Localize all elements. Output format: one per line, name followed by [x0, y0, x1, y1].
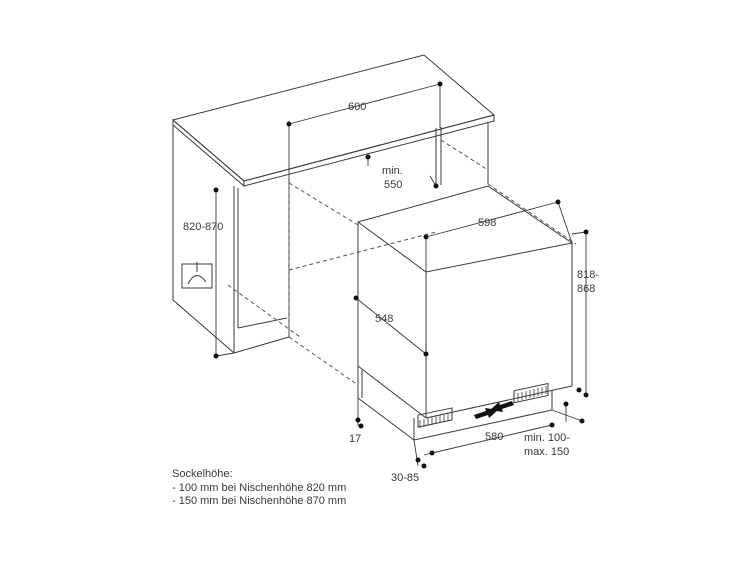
dim-appliance-width: 598 [478, 217, 496, 229]
dim-plinth-range-line1: min. 100- [524, 432, 570, 444]
dim-worktop-width: 600 [348, 101, 366, 113]
dim-plinth-range-line2: max. 150 [524, 446, 569, 458]
dimension-lines [215, 83, 587, 467]
dim-niche-depth-label: min. [382, 165, 403, 177]
niche-outline [227, 139, 577, 386]
dim-niche-height: 820-870 [183, 221, 223, 233]
worktop [171, 54, 496, 188]
dim-recess: 30-85 [391, 472, 419, 484]
dimension-dots [213, 81, 589, 469]
plinth-height-note: Sockelhöhe: - 100 mm bei Nischenhöhe 820… [172, 468, 346, 509]
dim-appliance-height-line2: 868 [577, 283, 595, 295]
back-posts [435, 122, 489, 185]
dim-base-width: 580 [485, 431, 503, 443]
vent-hatching [419, 386, 547, 428]
note-line-2: - 150 mm bei Nischenhöhe 870 mm [172, 495, 347, 507]
note-title: Sockelhöhe: [172, 468, 233, 480]
airflow-arrows [474, 401, 514, 419]
dim-niche-depth-value: 550 [384, 179, 402, 191]
dim-plinth-offset: 17 [349, 433, 361, 445]
left-cabinet [172, 125, 290, 354]
dim-appliance-depth: 548 [375, 313, 393, 325]
note-line-1: - 100 mm bei Nischenhöhe 820 mm [172, 481, 347, 494]
dim-appliance-height-line1: 818- [577, 269, 599, 281]
socket-symbol [181, 262, 213, 289]
